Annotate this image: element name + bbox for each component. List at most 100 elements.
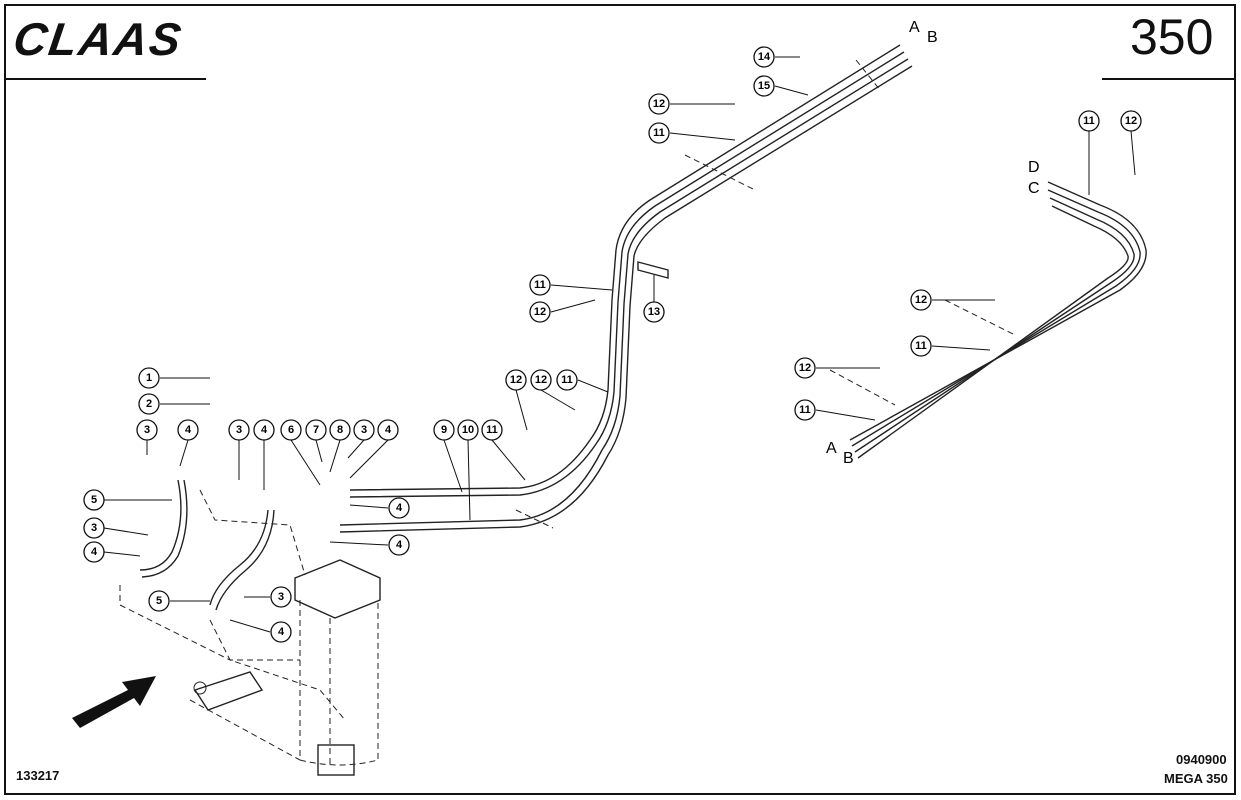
callout-8: 8 (329, 419, 351, 473)
svg-text:5: 5 (156, 595, 162, 607)
header-rule-right (1102, 78, 1236, 80)
svg-text:7: 7 (313, 424, 319, 436)
callout-11a: 11 (481, 419, 526, 481)
callout-4e: 4 (349, 419, 399, 479)
svg-text:13: 13 (648, 306, 660, 318)
svg-text:11: 11 (561, 374, 573, 386)
callout-12g: 12 (794, 357, 880, 379)
svg-text:4: 4 (261, 424, 268, 436)
svg-text:2: 2 (146, 398, 152, 410)
svg-text:10: 10 (462, 424, 474, 436)
callout-5a: 5 (83, 489, 172, 511)
callout-3b: 3 (83, 517, 149, 539)
page-number: 350 (1130, 9, 1214, 65)
letter-c: C (1028, 180, 1040, 197)
callout-14: 14 (753, 46, 800, 68)
svg-text:3: 3 (361, 424, 367, 436)
callout-4d: 4 (253, 419, 275, 490)
svg-text:4: 4 (396, 502, 403, 514)
callout-12d: 12 (648, 93, 735, 115)
callout-3a: 3 (136, 419, 158, 455)
callout-1: 1 (138, 367, 210, 389)
callout-9: 9 (433, 419, 463, 493)
callout-5b: 5 (148, 590, 210, 612)
callout-11d: 11 (648, 122, 736, 144)
svg-text:4: 4 (91, 546, 98, 558)
svg-text:6: 6 (288, 424, 294, 436)
letter-b-bottom: B (843, 450, 854, 467)
cylinder (193, 671, 264, 711)
callout-3d: 3 (228, 419, 250, 480)
svg-text:5: 5 (91, 494, 97, 506)
svg-text:12: 12 (510, 374, 522, 386)
svg-text:8: 8 (337, 424, 343, 436)
part-callouts: 1 2 3 4 5 3 4 5 3 4 3 4 6 7 8 3 4 4 4 9 … (83, 46, 1142, 643)
callout-4g: 4 (329, 534, 410, 556)
callout-11f: 11 (910, 335, 991, 357)
svg-text:3: 3 (144, 424, 150, 436)
svg-text:3: 3 (236, 424, 242, 436)
assembly-leaders (119, 489, 346, 761)
svg-text:4: 4 (278, 626, 285, 638)
callout-4b: 4 (83, 541, 141, 563)
header-rule-left (4, 78, 206, 80)
svg-text:4: 4 (396, 539, 403, 551)
callout-2: 2 (138, 393, 210, 415)
svg-text:3: 3 (91, 522, 97, 534)
svg-text:12: 12 (1125, 115, 1137, 127)
letter-d: D (1028, 159, 1040, 176)
callout-11b: 11 (556, 369, 609, 393)
callout-3c: 3 (244, 586, 292, 608)
letter-b-top: B (927, 29, 938, 46)
callout-3e: 3 (347, 419, 375, 459)
svg-text:1: 1 (146, 372, 152, 384)
svg-text:11: 11 (653, 127, 665, 139)
svg-text:4: 4 (185, 424, 192, 436)
svg-text:11: 11 (915, 340, 927, 352)
callout-12e: 12 (1120, 110, 1142, 176)
svg-text:3: 3 (278, 591, 284, 603)
valve-block (294, 559, 381, 776)
svg-text:11: 11 (486, 424, 498, 436)
letter-a-top: A (909, 19, 920, 36)
svg-text:12: 12 (534, 306, 546, 318)
svg-text:11: 11 (799, 404, 811, 416)
direction-arrow (72, 676, 156, 728)
letter-a-bottom: A (826, 440, 837, 457)
clamp-plates (515, 59, 1016, 529)
diagram-id: 133217 (16, 768, 60, 783)
callout-12c: 12 (529, 299, 596, 323)
callout-12b: 12 (530, 369, 576, 411)
callout-12f: 12 (910, 289, 995, 311)
callout-4f: 4 (349, 497, 410, 519)
callout-4c: 4 (229, 619, 292, 643)
svg-text:12: 12 (535, 374, 547, 386)
connection-letters: A B D C A B (826, 19, 1040, 467)
svg-text:11: 11 (1083, 115, 1095, 127)
callout-7: 7 (305, 419, 327, 463)
svg-text:12: 12 (915, 294, 927, 306)
right-pipe-run (849, 181, 1147, 459)
callout-6: 6 (280, 419, 321, 486)
callout-4a: 4 (177, 419, 199, 467)
callout-10: 10 (457, 419, 479, 521)
left-hoses (139, 479, 275, 611)
svg-text:12: 12 (653, 98, 665, 110)
main-pipe-run (339, 44, 913, 533)
svg-text:9: 9 (441, 424, 447, 436)
svg-text:4: 4 (385, 424, 392, 436)
svg-text:14: 14 (758, 51, 771, 63)
svg-text:12: 12 (799, 362, 811, 374)
svg-text:15: 15 (758, 80, 770, 92)
callout-13: 13 (643, 275, 665, 323)
callout-11e: 11 (1078, 110, 1100, 195)
callout-12a: 12 (505, 369, 528, 431)
model-name: MEGA 350 (1164, 771, 1228, 786)
document-number: 0940900 (1176, 752, 1227, 767)
drawing-frame (4, 4, 1236, 795)
callout-15: 15 (753, 75, 809, 97)
svg-text:11: 11 (534, 279, 546, 291)
callout-11g: 11 (794, 399, 876, 421)
callout-11c: 11 (529, 274, 613, 296)
